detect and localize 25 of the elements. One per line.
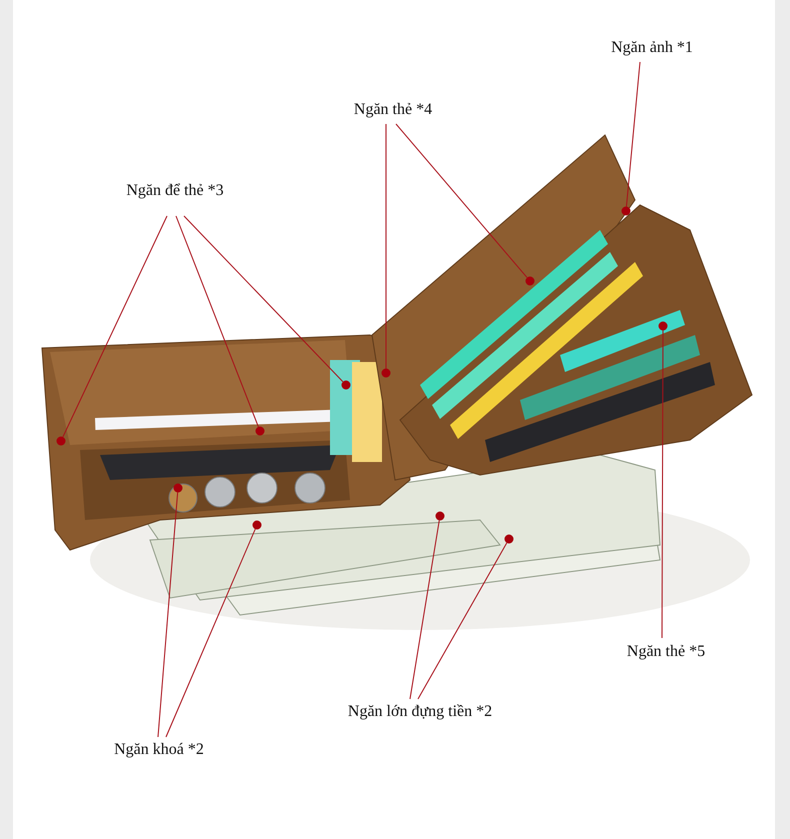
callout-dot bbox=[436, 512, 444, 520]
callout-label: Ngăn khoá *2 bbox=[114, 741, 204, 759]
callout-dot bbox=[622, 206, 630, 216]
leader-line bbox=[410, 520, 440, 700]
leader-line bbox=[184, 216, 344, 382]
callout-dot bbox=[526, 276, 534, 286]
leader-line bbox=[166, 528, 256, 738]
callout-dot bbox=[56, 436, 66, 446]
callout-dot bbox=[174, 484, 182, 492]
callout-dot bbox=[342, 380, 350, 390]
callout-label: Ngăn thẻ *5 bbox=[626, 643, 706, 661]
callout-label: Ngăn ảnh *1 bbox=[611, 39, 693, 57]
leader-line bbox=[62, 216, 168, 438]
callout-label: Ngăn lớn đựng tiền *2 bbox=[348, 703, 492, 721]
callout-dot bbox=[252, 520, 262, 530]
callout-dot bbox=[256, 426, 264, 436]
leader-line bbox=[396, 124, 528, 278]
callout-label: Ngăn để thẻ *3 bbox=[126, 182, 224, 200]
callout-dot bbox=[658, 322, 668, 330]
callout-label: Ngăn thẻ *4 bbox=[354, 101, 432, 119]
callout-dot bbox=[504, 534, 514, 544]
callout-dot bbox=[382, 368, 390, 378]
leader-line bbox=[418, 542, 508, 700]
leader-line bbox=[626, 62, 640, 208]
leader-line bbox=[158, 492, 178, 738]
